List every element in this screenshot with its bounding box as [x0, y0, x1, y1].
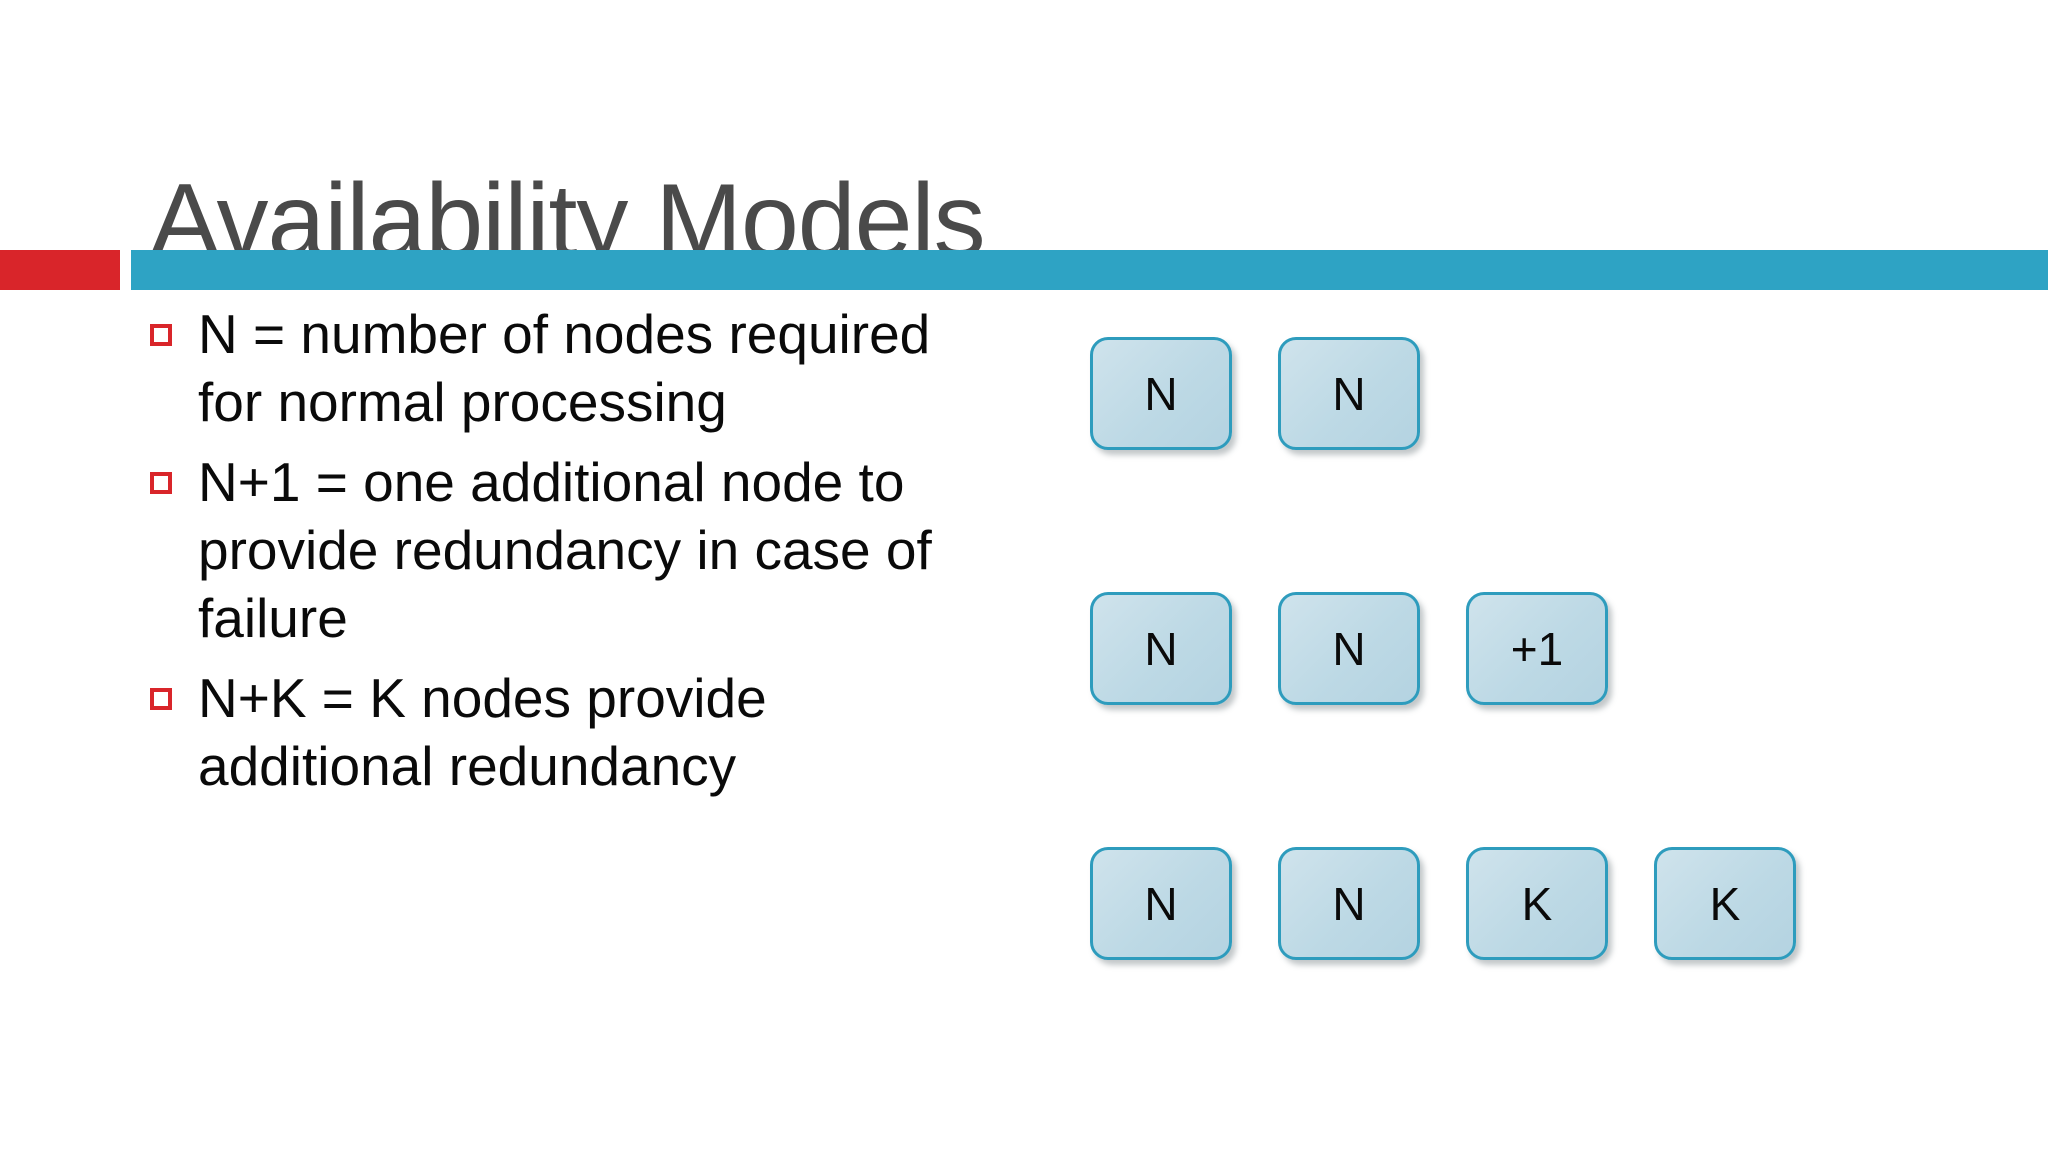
node-diagram: N N N N +1 N N K — [1090, 337, 1850, 960]
node-box: N — [1090, 337, 1232, 450]
node-label: N — [1144, 367, 1178, 420]
node-label: K — [1709, 877, 1741, 930]
node-box: K — [1466, 847, 1608, 960]
hollow-square-bullet-icon — [150, 688, 172, 710]
list-item: N = number of nodes required for normal … — [150, 300, 990, 436]
node-label: N — [1332, 367, 1366, 420]
node-row-n: N N — [1090, 337, 1850, 450]
node-box: N — [1090, 592, 1232, 705]
node-label: K — [1521, 877, 1553, 930]
list-item-label: N+1 = one additional node to provide red… — [198, 451, 932, 649]
node-box: N — [1278, 592, 1420, 705]
accent-bar-red — [0, 250, 120, 290]
list-item-label: N+K = K nodes provide additional redunda… — [198, 667, 767, 797]
list-item-label: N = number of nodes required for normal … — [198, 303, 931, 433]
hollow-square-bullet-icon — [150, 472, 172, 494]
node-row-n-plus-k: N N K K — [1090, 847, 1850, 960]
node-label: N — [1144, 622, 1178, 675]
node-box: K — [1654, 847, 1796, 960]
list-item: N+K = K nodes provide additional redunda… — [150, 664, 990, 800]
accent-bar-teal — [131, 250, 2048, 290]
node-box: N — [1278, 337, 1420, 450]
hollow-square-bullet-icon — [150, 324, 172, 346]
node-box: N — [1278, 847, 1420, 960]
node-row-n-plus-1: N N +1 — [1090, 592, 1850, 705]
node-box: N — [1090, 847, 1232, 960]
list-item: N+1 = one additional node to provide red… — [150, 448, 990, 652]
node-box: +1 — [1466, 592, 1608, 705]
node-label: N — [1332, 877, 1366, 930]
node-label: +1 — [1510, 622, 1564, 675]
node-label: N — [1144, 877, 1178, 930]
bullet-list: N = number of nodes required for normal … — [150, 300, 990, 812]
node-label: N — [1332, 622, 1366, 675]
